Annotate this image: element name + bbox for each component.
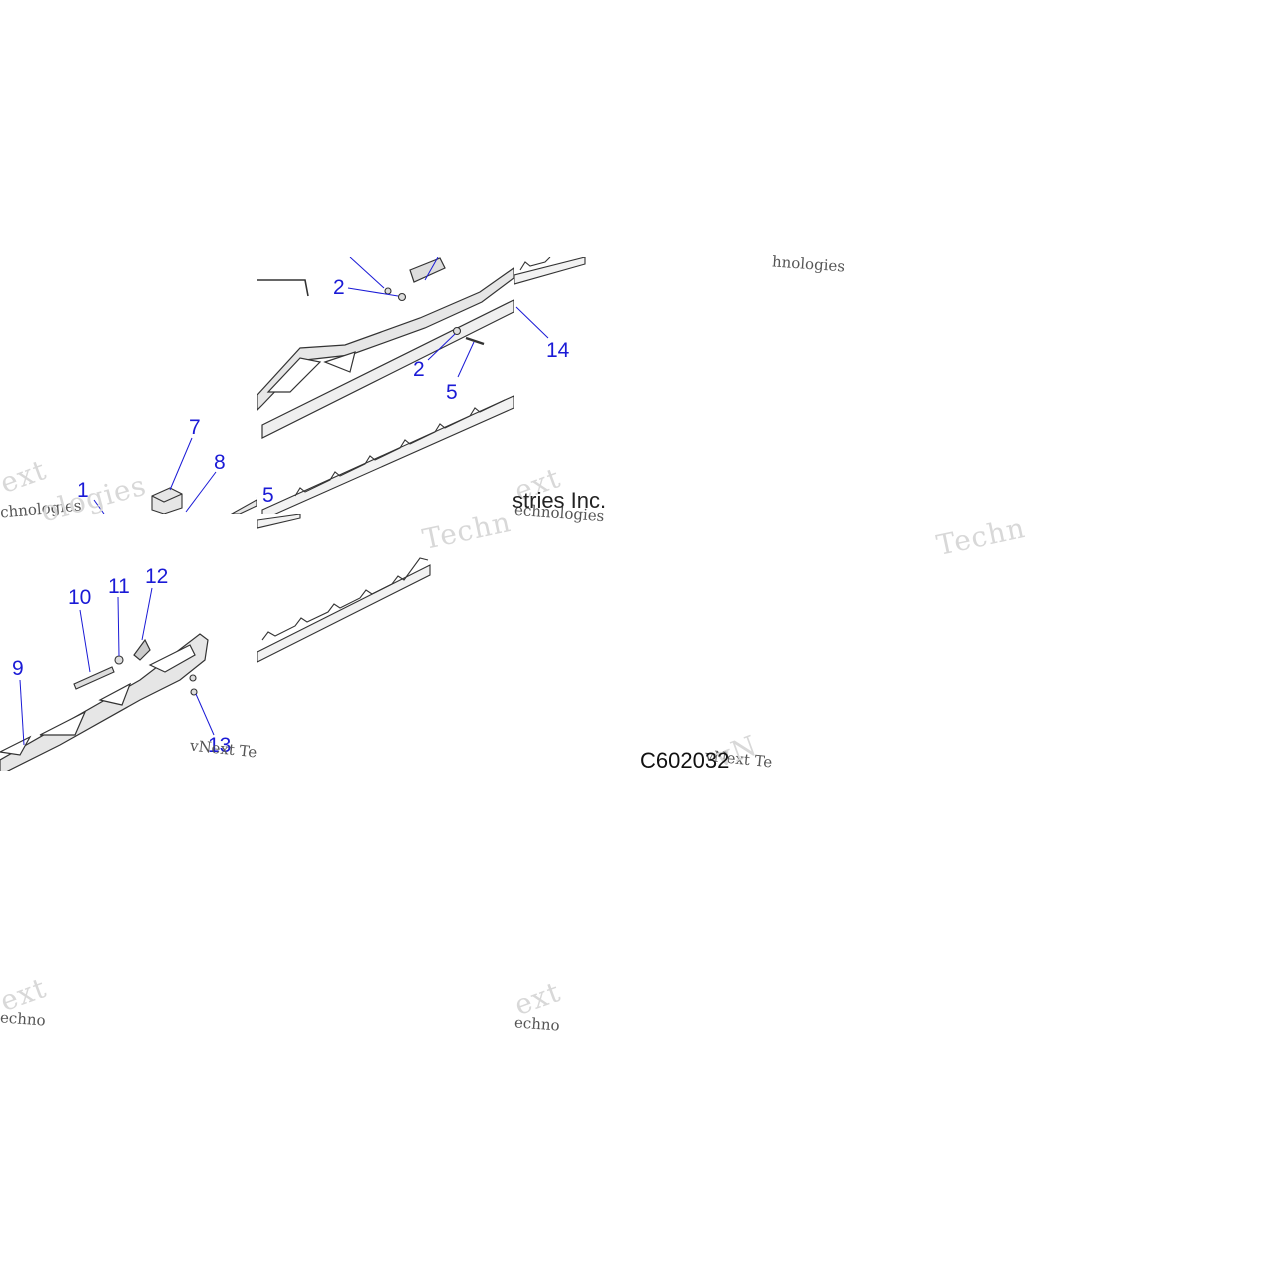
callout-7: 7 <box>189 416 201 439</box>
callout-9: 9 <box>12 657 24 680</box>
rail-lower <box>0 633 209 771</box>
callout-14: 14 <box>546 339 570 362</box>
rail-right <box>514 257 586 339</box>
callout-5-upper: 5 <box>446 381 458 404</box>
stud-and-nut <box>19 587 215 746</box>
callout-2-upper: 2 <box>333 276 345 299</box>
block-parts <box>93 437 257 514</box>
callout-10: 10 <box>68 586 92 609</box>
callout-5-left: 5 <box>262 484 274 507</box>
callout-1: 1 <box>77 479 89 502</box>
diagram-code: C602032 <box>640 748 730 773</box>
rail-upper <box>257 257 514 439</box>
slide-rail-top <box>261 395 514 514</box>
callout-11: 11 <box>108 575 130 598</box>
small-parts-top <box>257 257 485 378</box>
callout-8: 8 <box>214 451 226 474</box>
company-name-fragment: stries Inc. <box>512 488 607 513</box>
callout-12: 12 <box>145 565 169 588</box>
slide-rail-bottom <box>257 514 431 663</box>
callout-13: 13 <box>208 734 232 757</box>
callout-2-lower: 2 <box>413 358 425 381</box>
